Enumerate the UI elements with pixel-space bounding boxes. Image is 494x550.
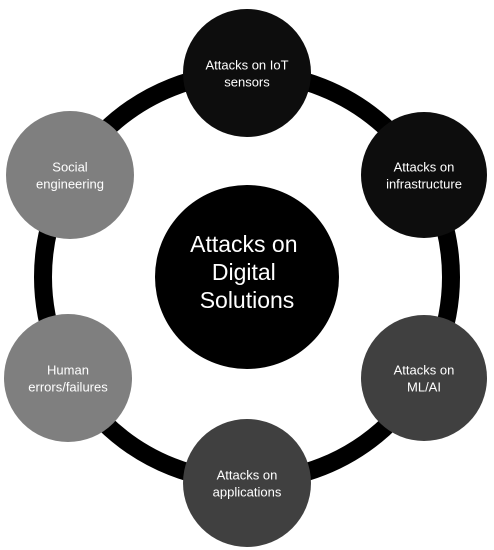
center-circle bbox=[155, 185, 339, 369]
node-circle bbox=[6, 111, 134, 239]
node-circle bbox=[183, 419, 311, 547]
node-label: Attacks on applications bbox=[213, 468, 282, 500]
node-applications: Attacks on applications bbox=[183, 419, 311, 547]
node-circle bbox=[361, 315, 487, 441]
node-ml-ai: Attacks on ML/AI bbox=[361, 315, 487, 441]
node-iot-sensors: Attacks on IoT sensors bbox=[183, 9, 311, 137]
node-label-line: ML/AI bbox=[407, 380, 441, 395]
node-label-line: Human bbox=[47, 363, 89, 378]
node-label-line: sensors bbox=[224, 75, 270, 90]
node-label-line: Social bbox=[52, 160, 88, 175]
node-label: Attacks on IoT sensors bbox=[205, 58, 288, 90]
node-label: Social engineering bbox=[36, 160, 104, 192]
node-label-line: infrastructure bbox=[386, 177, 462, 192]
center-label-line: Attacks on bbox=[190, 231, 297, 257]
node-social-engineering: Social engineering bbox=[6, 111, 134, 239]
node-label-line: Attacks on bbox=[394, 160, 455, 175]
node-label: Attacks on infrastructure bbox=[386, 160, 462, 192]
center-label: Attacks on Digital Solutions bbox=[190, 231, 304, 313]
node-human-errors: Human errors/failures bbox=[4, 314, 132, 442]
node-label-line: engineering bbox=[36, 177, 104, 192]
node-circle bbox=[4, 314, 132, 442]
node-label-line: errors/failures bbox=[28, 380, 108, 395]
center-node: Attacks on Digital Solutions bbox=[155, 185, 339, 369]
center-label-line: Digital bbox=[212, 259, 276, 285]
center-label-line: Solutions bbox=[200, 287, 295, 313]
node-label: Attacks on ML/AI bbox=[394, 363, 455, 395]
node-label-line: Attacks on bbox=[394, 363, 455, 378]
node-circle bbox=[361, 112, 487, 238]
node-label-line: applications bbox=[213, 485, 282, 500]
node-label-line: Attacks on bbox=[217, 468, 278, 483]
node-circle bbox=[183, 9, 311, 137]
node-label-line: Attacks on IoT bbox=[205, 58, 288, 73]
node-infrastructure: Attacks on infrastructure bbox=[361, 112, 487, 238]
node-label: Human errors/failures bbox=[28, 363, 108, 395]
